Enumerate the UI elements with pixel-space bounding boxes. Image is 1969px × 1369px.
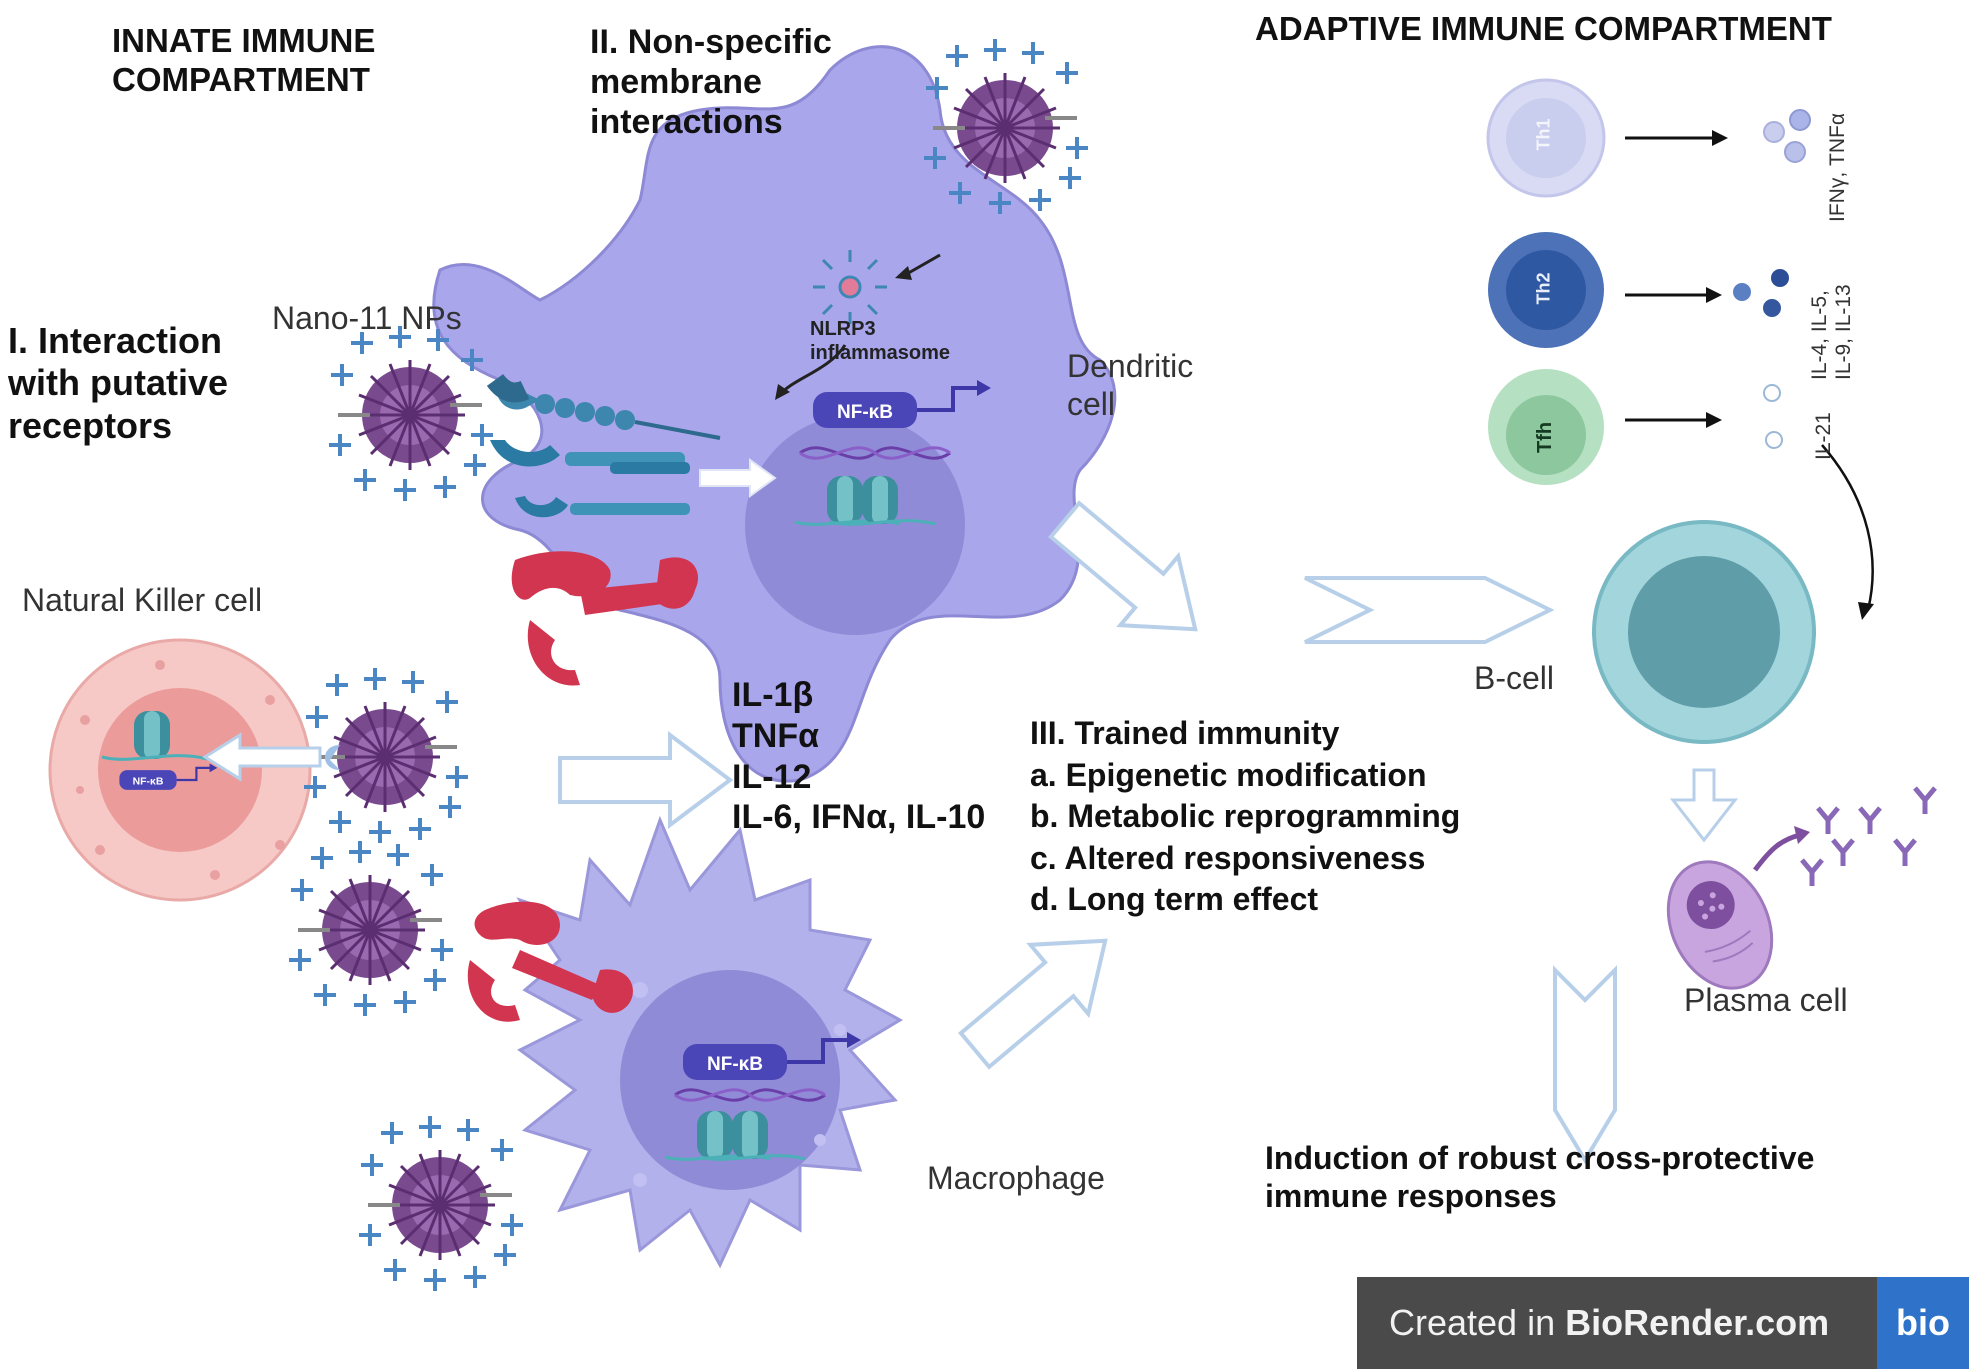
receptor-red-dc <box>511 551 699 686</box>
watermark-text: Created in BioRender.com <box>1389 1302 1859 1344</box>
plasma-label: Plasma cell <box>1684 982 1848 1018</box>
bcell-label: B-cell <box>1474 660 1555 696</box>
step3-item-b: b. Metabolic reprogramming <box>1030 798 1461 835</box>
cytokine-il12: IL-12 <box>732 757 812 796</box>
th2-cytokines <box>1733 269 1789 317</box>
step3-item-c: c. Altered responsiveness <box>1030 839 1426 876</box>
tfh-name: Tfh <box>1534 421 1557 454</box>
plasma-cell <box>1666 860 1774 990</box>
step3-item-d: d. Long term effect <box>1030 881 1319 918</box>
chevron-arrow-outcome <box>1553 965 1617 1164</box>
adaptive-heading: ADAPTIVE IMMUNE COMPARTMENT <box>1255 10 1832 47</box>
nlrp3-inflammasome <box>813 250 887 324</box>
step2-label: II. Non-specific membrane interactions <box>590 23 832 142</box>
th2-cytokine-label: IL-4, IL-5, IL-9, IL-13 <box>1808 284 1856 380</box>
dendritic-label: Dendritic cell <box>1067 348 1194 422</box>
innate-cytokines: IL-1β TNFα IL-12 IL-6, IFNα, IL-10 <box>732 675 985 838</box>
receptor-lectin <box>490 440 690 474</box>
receptor-red-macrophage <box>467 901 633 1022</box>
nk-label: Natural Killer cell <box>22 582 263 618</box>
cytokine-il6-ifna-il10: IL-6, IFNα, IL-10 <box>732 798 986 837</box>
step3-title: III. Trained immunity <box>1030 715 1340 751</box>
receptor-tlr <box>486 373 721 440</box>
th2-name: Th2 <box>1533 272 1554 305</box>
th1-name: Th1 <box>1533 118 1554 151</box>
trained-immunity-block: III. Trained immunity a. Epigenetic modi… <box>1030 713 1460 921</box>
innate-heading: INNATE IMMUNE COMPARTMENT <box>112 22 376 98</box>
biorender-watermark: Created in BioRender.com bio <box>1357 1277 1969 1369</box>
tfh-cytokines <box>1763 384 1783 449</box>
outcome-label: Induction of robust cross-protective imm… <box>1265 1140 1815 1214</box>
nlrp3-label: NLRP3 inflammasome <box>810 318 951 364</box>
macrophage-label: Macrophage <box>927 1160 1105 1196</box>
receptor-3 <box>515 496 690 518</box>
antibodies <box>1802 788 1935 886</box>
watermark-brand: BioRender.com <box>1565 1302 1830 1343</box>
b-cell-nucleus <box>1628 556 1780 708</box>
cytokine-il1b: IL-1β <box>732 676 814 714</box>
th1-cytokines <box>1763 109 1811 163</box>
cytokine-tnfa: TNFα <box>732 716 819 755</box>
watermark-prefix: Created in <box>1389 1302 1566 1343</box>
tfh-cytokine-label: IL-21 <box>1812 412 1835 460</box>
chevron-arrow-to-bcell <box>1304 576 1555 644</box>
biorender-logo-icon: bio <box>1877 1277 1969 1369</box>
step3-item-a: a. Epigenetic modification <box>1030 756 1427 793</box>
th1-cytokine-label: IFNγ, TNFα <box>1826 113 1849 222</box>
step1-label: I. Interaction with putative receptors <box>8 320 229 446</box>
nanoparticles-label: Nano-11 NPs <box>272 300 462 336</box>
